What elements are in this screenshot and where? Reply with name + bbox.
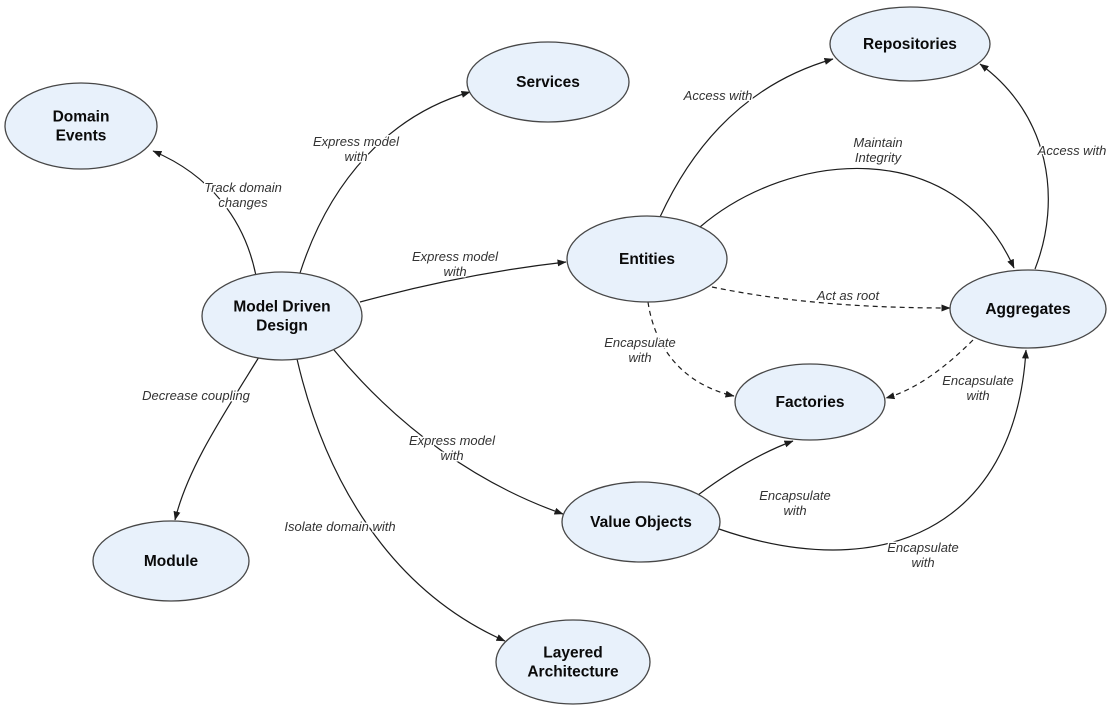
node-services: Services (466, 41, 630, 123)
edge-access-with-aggregates (979, 63, 1049, 270)
node-aggregates: Aggregates (949, 269, 1107, 349)
node-label-value-objects: Value Objects (590, 514, 692, 531)
edge-encapsulate-with-value-objects (697, 440, 794, 496)
node-label-factories: Factories (776, 394, 845, 411)
node-ellipse-repositories (829, 6, 991, 82)
edge-label-act-as-root: Act as root (816, 288, 881, 303)
edge-encapsulate-with-aggregates (885, 339, 974, 400)
node-label-aggregates: Aggregates (985, 301, 1070, 318)
edge-label-access-with-entities: Access with (683, 88, 753, 103)
node-value-objects: Value Objects (561, 481, 721, 563)
node-ellipse-entities (566, 215, 728, 303)
edge-label-decrease-coupling: Decrease coupling (142, 388, 250, 403)
node-label-repositories: Repositories (863, 36, 957, 53)
node-ellipse-module (92, 520, 250, 602)
node-repositories: Repositories (829, 6, 991, 82)
node-ellipse-domain-events (4, 82, 158, 170)
edge-isolate-domain-with (296, 358, 506, 642)
edge-express-model-with-services (299, 90, 471, 274)
node-label-services: Services (516, 74, 580, 91)
node-ellipse-services (466, 41, 630, 123)
node-ellipse-aggregates (949, 269, 1107, 349)
edge-encapsulate-with-value-objects-aggregates (718, 349, 1029, 551)
node-module: Module (92, 520, 250, 602)
node-label-module: Module (144, 553, 199, 570)
node-ellipse-model-driven-design (201, 271, 363, 361)
node-ellipse-factories (734, 363, 886, 441)
node-ellipse-layered-architecture (495, 619, 651, 705)
node-factories: Factories (734, 363, 886, 441)
edge-label-isolate-domain-with: Isolate domain with (284, 519, 395, 534)
edge-decrease-coupling (173, 356, 260, 521)
node-label-entities: Entities (619, 251, 675, 268)
edge-express-model-with-entities (359, 259, 567, 303)
edge-label-access-with-aggregates: Access with (1037, 143, 1107, 158)
node-entities: Entities (566, 215, 728, 303)
edge-act-as-root (711, 286, 951, 312)
edge-access-with-entities (659, 57, 834, 218)
edge-track-domain-changes (152, 150, 257, 277)
edge-maintain-integrity (699, 167, 1015, 269)
edge-express-model-with-value-objects (333, 349, 564, 515)
node-ellipse-value-objects (561, 481, 721, 563)
edge-encapsulate-with-entities (647, 301, 735, 398)
